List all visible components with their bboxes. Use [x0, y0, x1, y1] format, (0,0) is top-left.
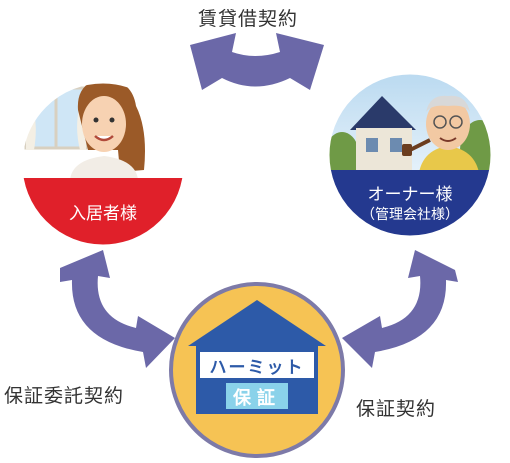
guarantee-entrust-double-arrow — [60, 250, 175, 368]
owner-sublabel: （管理会社様） — [361, 207, 459, 223]
guarantee-entrust-contract-label: 保証委託契約 — [4, 385, 125, 407]
company-name-bottom: 保証 — [233, 388, 281, 409]
company-circle — [169, 282, 345, 458]
tenant-label: 入居者様 — [69, 204, 137, 224]
owner-label: オーナー様 — [367, 185, 453, 205]
guarantee-double-arrow — [342, 250, 458, 368]
lease-contract-label: 賃貸借契約 — [198, 8, 299, 30]
tenant-circle — [19, 80, 187, 248]
guarantee-contract-label: 保証契約 — [356, 398, 437, 420]
lease-double-arrow — [190, 33, 324, 90]
company-name-top: ハーミット — [209, 358, 305, 378]
